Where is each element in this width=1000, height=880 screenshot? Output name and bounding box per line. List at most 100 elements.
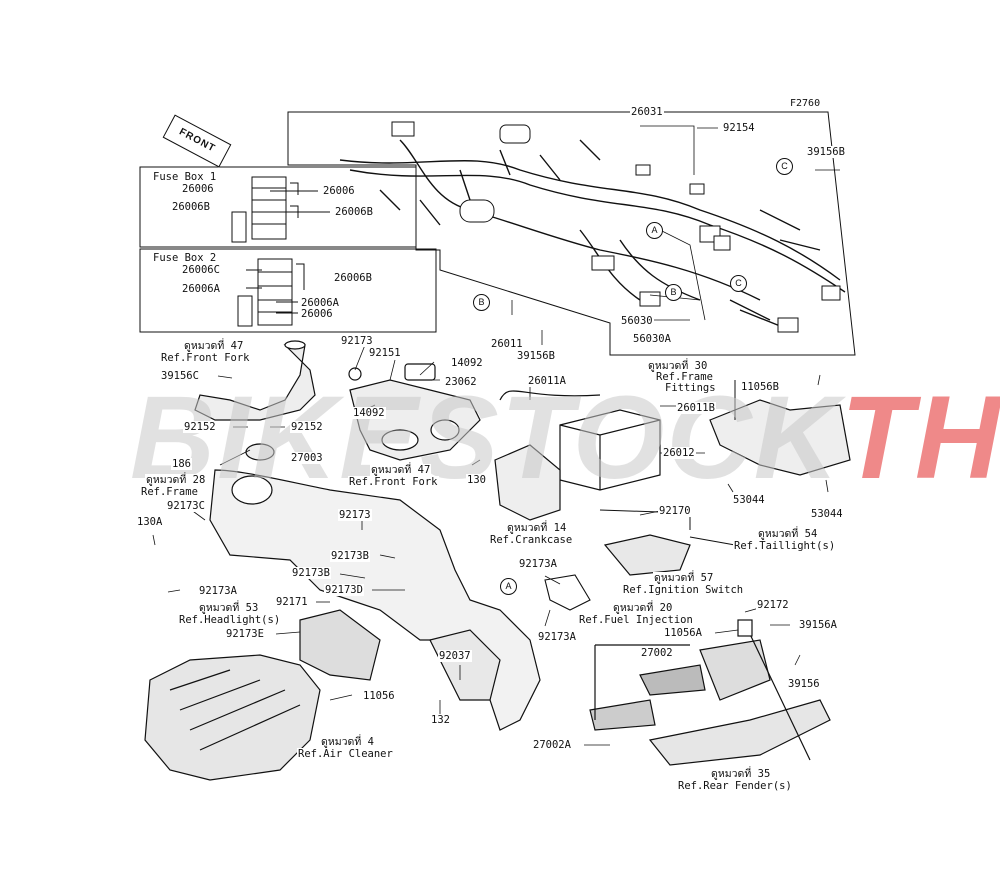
- part-label: 132: [430, 714, 451, 726]
- part-label: 26006A: [182, 283, 220, 295]
- ref-ignition-switch: Ref.Ignition Switch: [622, 584, 745, 596]
- rear-tray: [709, 399, 851, 476]
- ref-taillight-th: ดูหมวดที่ 54: [757, 528, 819, 540]
- harness-connectors: [391, 121, 841, 333]
- crankcase-bracket: [494, 444, 561, 521]
- callout-c: C: [776, 158, 793, 175]
- part-label: 92173A: [198, 585, 238, 597]
- part-label: 56030: [620, 315, 654, 327]
- part-label: 130: [466, 474, 487, 486]
- part-label: 186: [171, 458, 192, 470]
- ref-air-cleaner: Ref.Air Cleaner: [297, 748, 394, 760]
- part-label: 26011B: [676, 402, 716, 414]
- ref-frame-th: ดูหมวดที่ 28: [145, 474, 207, 486]
- part-label: 53044: [810, 508, 844, 520]
- part-label: 26006: [182, 183, 214, 195]
- ref-fuel-injection-th: ดูหมวดที่ 20: [612, 602, 674, 614]
- part-label: 14092: [450, 357, 484, 369]
- part-label: 92154: [722, 122, 756, 134]
- ref-frame: Ref.Frame: [140, 486, 199, 498]
- part-label: 26006A: [301, 297, 339, 309]
- part-label: 39156C: [160, 370, 200, 382]
- fuse-box-1-title: Fuse Box 1: [153, 171, 217, 183]
- callout-b: B: [665, 284, 682, 301]
- ref-headlight-th: ดูหมวดที่ 53: [198, 602, 260, 614]
- part-label: 39156A: [798, 619, 838, 631]
- part-label: 26006B: [172, 201, 210, 213]
- ref-frame-fittings: Ref.Frame: [655, 371, 714, 383]
- callout-a: A: [500, 578, 517, 595]
- part-label: 53044: [732, 494, 766, 506]
- part-label: 11056: [362, 690, 396, 702]
- part-label: 39156: [787, 678, 821, 690]
- part-label: 26011: [490, 338, 524, 350]
- part-label: 92173C: [166, 500, 206, 512]
- callout-a: A: [646, 222, 663, 239]
- part-label: 39156B: [806, 146, 846, 158]
- ref-air-cleaner-th: ดูหมวดที่ 4: [320, 736, 375, 748]
- air-cleaner-area: [144, 654, 321, 781]
- fuse-box-2-title: Fuse Box 2: [153, 252, 217, 264]
- callout-b: B: [473, 294, 490, 311]
- part-label: 92173D: [324, 584, 364, 596]
- fuse-box-1-frame: [139, 166, 417, 248]
- ref-rear-fender: Ref.Rear Fender(s): [677, 780, 793, 792]
- part-label: 92172: [756, 599, 790, 611]
- part-label: 92152: [290, 421, 324, 433]
- ref-frame-fittings-2: Fittings: [664, 382, 717, 394]
- part-label: 56030A: [632, 333, 672, 345]
- part-label: 92037: [438, 650, 472, 662]
- ref-frame-fittings-th: ดูหมวดที่ 30: [647, 360, 709, 372]
- part-label: 92151: [368, 347, 402, 359]
- ref-ignition-switch-th: ดูหมวดที่ 57: [653, 572, 715, 584]
- part-label: 92170: [658, 505, 692, 517]
- part-label: 92173B: [291, 567, 331, 579]
- ref-front-fork-th: ดูหมวดที่ 47: [370, 464, 432, 476]
- part-label: 92173E: [225, 628, 265, 640]
- ref-fuel-injection: Ref.Fuel Injection: [578, 614, 694, 626]
- ref-front-fork: Ref.Front Fork: [348, 476, 439, 488]
- part-label: 92171: [275, 596, 309, 608]
- part-label: 39156B: [516, 350, 556, 362]
- rear-fender-area: [589, 619, 831, 766]
- fuse-block-2: [237, 258, 305, 327]
- part-label: 26006C: [182, 264, 220, 276]
- part-label: 26006: [323, 185, 355, 197]
- wiring-harness: [339, 139, 846, 331]
- part-label: 27003: [290, 452, 324, 464]
- part-label: 14092: [352, 407, 386, 419]
- main-frame-area: [209, 469, 541, 731]
- ref-front-fork-th: ดูหมวดที่ 47: [183, 340, 245, 352]
- ref-headlight: Ref.Headlight(s): [178, 614, 282, 626]
- part-label: 92173B: [330, 550, 370, 562]
- harness-group-frame: [287, 111, 856, 356]
- figure-code: F2760: [790, 98, 821, 109]
- ref-taillight: Ref.Taillight(s): [733, 540, 837, 552]
- part-label: 26012: [662, 447, 696, 459]
- ref-front-fork: Ref.Front Fork: [160, 352, 251, 364]
- ref-rear-fender-th: ดูหมวดที่ 35: [710, 768, 772, 780]
- front-fork-upper-area: [194, 340, 481, 461]
- fuse-block-1: [231, 176, 330, 243]
- ref-crankcase-th: ดูหมวดที่ 14: [506, 522, 568, 534]
- part-label: 23062: [444, 376, 478, 388]
- ignition-bracket: [544, 574, 591, 611]
- ref-crankcase: Ref.Crankcase: [489, 534, 574, 546]
- part-label: 92173: [340, 335, 374, 347]
- taillight-bracket: [603, 534, 691, 576]
- part-label: 130A: [136, 516, 164, 528]
- part-label: 26011A: [527, 375, 567, 387]
- part-label: 26031: [630, 106, 664, 118]
- part-label: 92173: [338, 509, 372, 521]
- callout-c: C: [730, 275, 747, 292]
- part-label: 26006B: [334, 272, 372, 284]
- fuse-box-2-frame: [139, 248, 437, 333]
- part-label: 11056A: [663, 627, 703, 639]
- part-label: 11056B: [740, 381, 780, 393]
- part-label: 26006: [301, 308, 333, 320]
- part-label: 27002: [640, 647, 674, 659]
- part-label: 26006B: [335, 206, 373, 218]
- part-label: 92152: [183, 421, 217, 433]
